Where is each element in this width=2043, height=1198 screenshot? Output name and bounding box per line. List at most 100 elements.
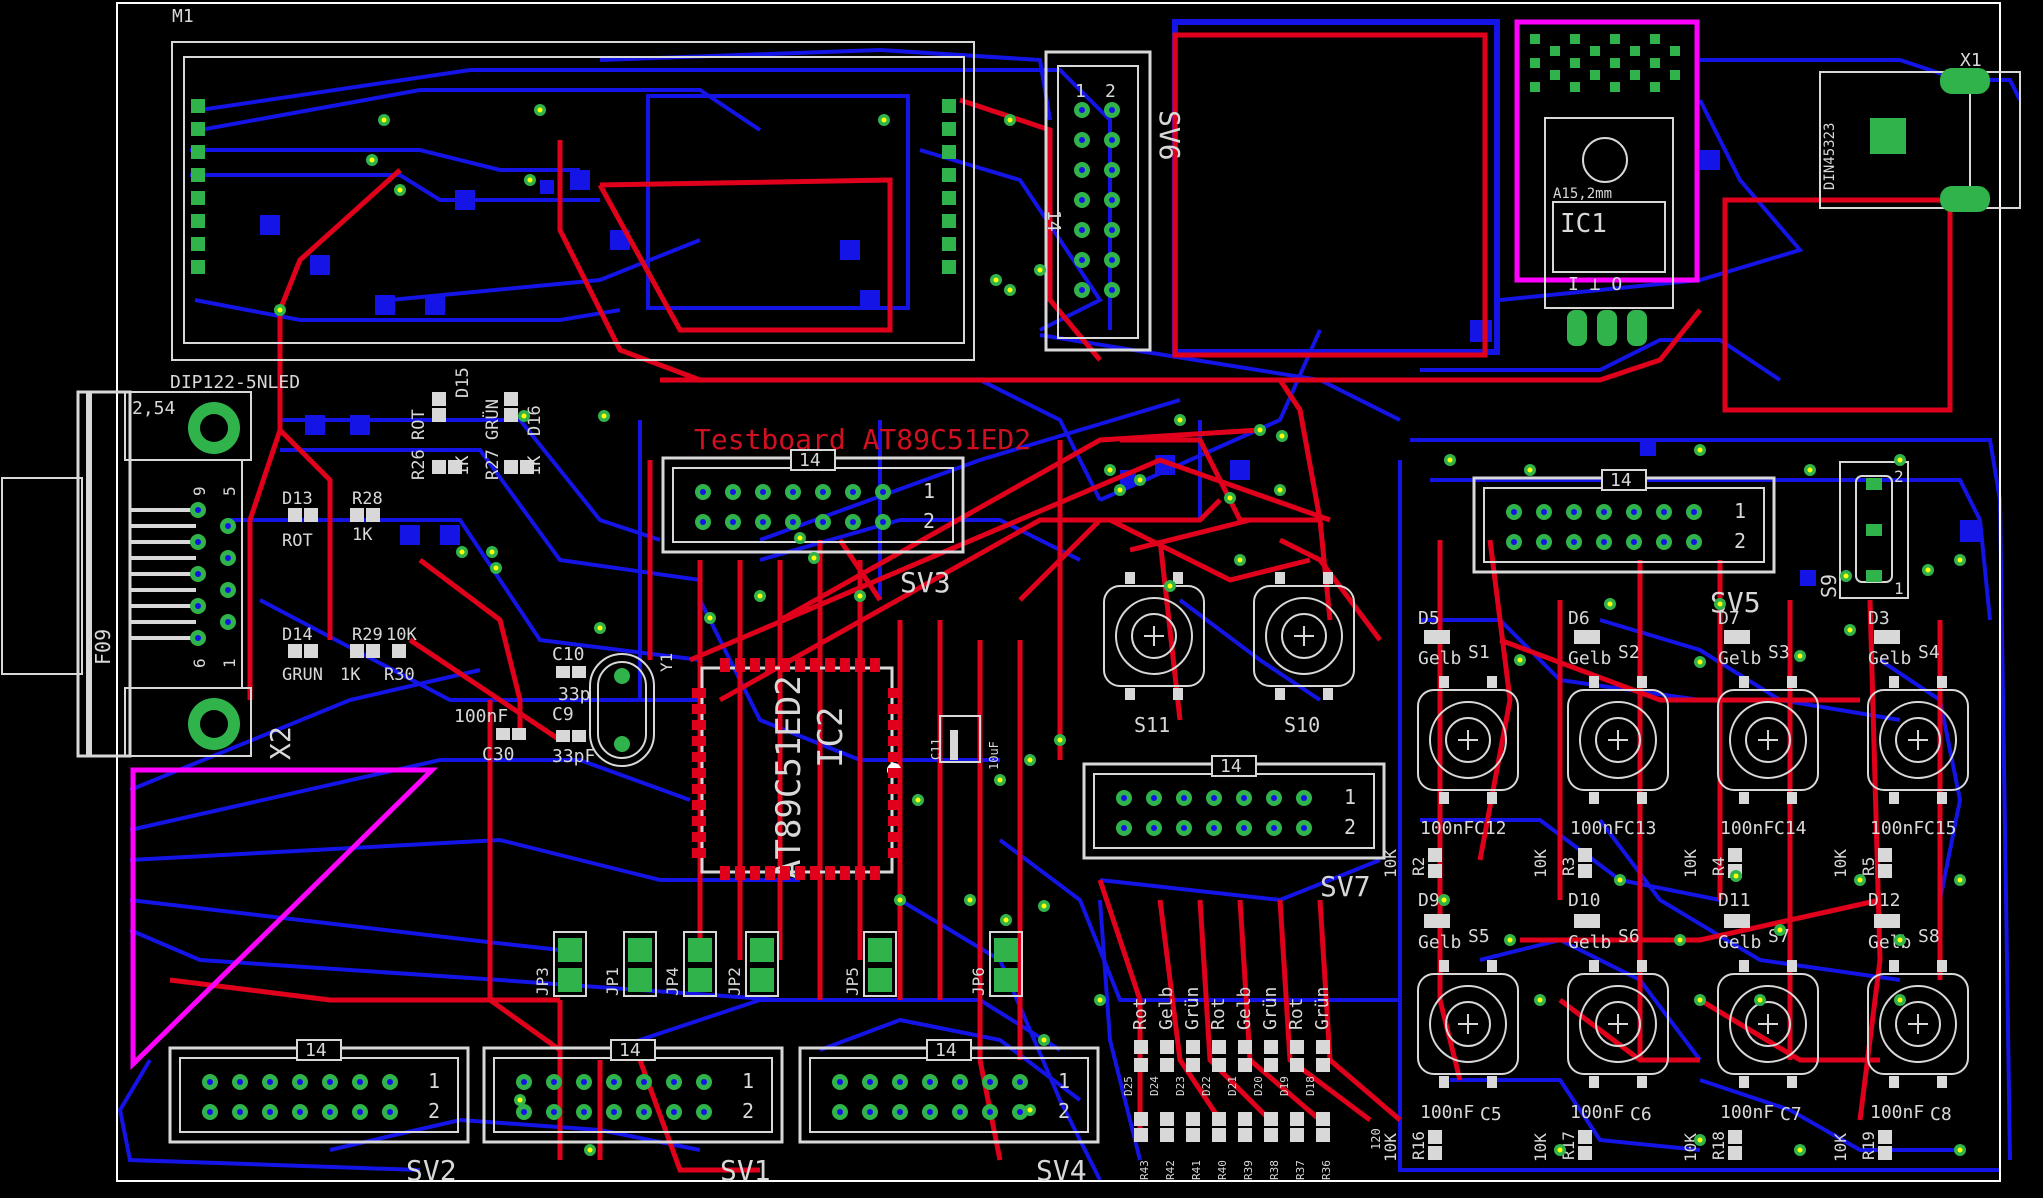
led-designator: D23 xyxy=(1174,1076,1187,1096)
via-drill xyxy=(1777,927,1783,933)
header-pad-hole xyxy=(760,519,766,525)
res-pad xyxy=(1160,1128,1174,1142)
via-drill xyxy=(1177,417,1183,423)
via-drill xyxy=(1857,877,1863,883)
sv6-pad-hole xyxy=(1079,137,1085,143)
ic2-pin xyxy=(888,752,902,762)
ic2-microcontroller: IC2 AT89C51ED2 xyxy=(700,666,901,880)
key-switch-label: S3 xyxy=(1768,642,1790,663)
ic1-label: IC1 xyxy=(1560,209,1607,239)
switch-label: S10 xyxy=(1284,713,1320,737)
rot-label: ROT xyxy=(282,531,313,551)
key-res-pad xyxy=(1878,1130,1892,1144)
ic2-pin xyxy=(888,784,902,794)
key-cap-label: C5 xyxy=(1480,1104,1502,1125)
key-res-pad xyxy=(1878,848,1892,862)
m1-pad xyxy=(942,237,956,251)
ic2-pin xyxy=(810,866,820,880)
switch-lead xyxy=(1637,792,1647,804)
s9-label: S9 xyxy=(1817,574,1841,598)
switch-lead xyxy=(1589,676,1599,688)
key-cap-value: 100nF xyxy=(1720,818,1774,839)
switch-body xyxy=(1567,973,1669,1075)
ic2-part: AT89C51ED2 xyxy=(769,675,809,880)
res-pad xyxy=(1290,1112,1304,1126)
key-res-pad xyxy=(1428,848,1442,862)
heat-pad xyxy=(1610,58,1620,68)
heat-pad xyxy=(1530,82,1540,92)
key-cap-label: C13 xyxy=(1624,818,1657,839)
bottom-smd-pads xyxy=(260,150,1982,586)
heat-pad xyxy=(1630,46,1640,56)
switch-ring xyxy=(1729,701,1807,779)
r28-value: 1K xyxy=(352,525,373,545)
m1-pad xyxy=(942,168,956,182)
key-res-value: 10K xyxy=(1831,1133,1850,1162)
f09-label: F09 xyxy=(91,629,115,665)
ic2-pin xyxy=(888,816,902,826)
header-count: 14 xyxy=(1610,470,1632,491)
key-led-color: Gelb xyxy=(1718,648,1761,669)
sv6-pad-hole xyxy=(1079,227,1085,233)
header-pad-hole xyxy=(1151,825,1157,831)
m1-pad xyxy=(942,260,956,274)
header-tab xyxy=(790,449,836,471)
jp1-pad xyxy=(628,968,652,992)
header-pad-hole xyxy=(1017,1109,1023,1115)
res-pad xyxy=(1134,1128,1148,1142)
heat-pad xyxy=(1650,34,1660,44)
via-drill xyxy=(1617,877,1623,883)
via-drill xyxy=(1007,117,1013,123)
via-drill xyxy=(277,307,283,313)
ic2-pin xyxy=(888,848,902,858)
switch-lead xyxy=(1439,792,1449,804)
led-color-label: Rot xyxy=(1286,997,1307,1030)
header-pad-hole xyxy=(730,519,736,525)
header-pad-hole xyxy=(237,1079,243,1085)
switch-body xyxy=(1417,973,1519,1075)
switch-lead xyxy=(1889,792,1899,804)
key-res-pad xyxy=(1878,864,1892,878)
led-color-label: Grün xyxy=(1312,987,1333,1030)
via-drill xyxy=(811,555,817,561)
led-color-label: Grün xyxy=(1182,987,1203,1030)
via-drill xyxy=(967,897,973,903)
key-led-color: Gelb xyxy=(1568,648,1611,669)
ic1-pkg-label: A15,2mm xyxy=(1553,186,1612,202)
x2-pin5: 5 xyxy=(220,486,239,496)
jp4-pad xyxy=(688,968,712,992)
res-pad xyxy=(1212,1128,1226,1142)
header-pad-hole xyxy=(581,1109,587,1115)
via-drill xyxy=(489,549,495,555)
sv6-pad-hole xyxy=(1109,167,1115,173)
switch-cap xyxy=(1895,1001,1941,1047)
key-led-label: D5 xyxy=(1418,608,1440,629)
switch-ring xyxy=(1429,701,1507,779)
switch-lead xyxy=(1275,572,1285,584)
key-res-pad xyxy=(1578,1146,1592,1160)
res-pad xyxy=(1160,1112,1174,1126)
heat-pad xyxy=(1610,34,1620,44)
key-switch-label: S6 xyxy=(1618,926,1640,947)
header-pad-hole xyxy=(551,1079,557,1085)
header-pad-hole xyxy=(987,1079,993,1085)
led-pad xyxy=(1238,1058,1252,1072)
r26-label: R26 xyxy=(409,449,429,480)
sv6-pad-hole xyxy=(1109,107,1115,113)
switch-lead xyxy=(1589,960,1599,972)
switch-lead xyxy=(1275,688,1285,700)
grun-v-label: GRÜN xyxy=(481,399,503,440)
key-res-value: 10K xyxy=(1531,849,1550,878)
header-pad-hole xyxy=(1661,539,1667,545)
via-drill xyxy=(1607,601,1613,607)
jp5-pad xyxy=(868,938,892,962)
via-drill xyxy=(521,413,527,419)
m1-pads-left xyxy=(191,99,205,274)
heat-pad xyxy=(1550,70,1560,80)
header-count: 14 xyxy=(935,1040,957,1061)
ic2-pin xyxy=(795,658,805,672)
key-led-pad xyxy=(1574,630,1600,644)
sv6-pad-hole xyxy=(1079,107,1085,113)
switch-cap xyxy=(1131,613,1177,659)
